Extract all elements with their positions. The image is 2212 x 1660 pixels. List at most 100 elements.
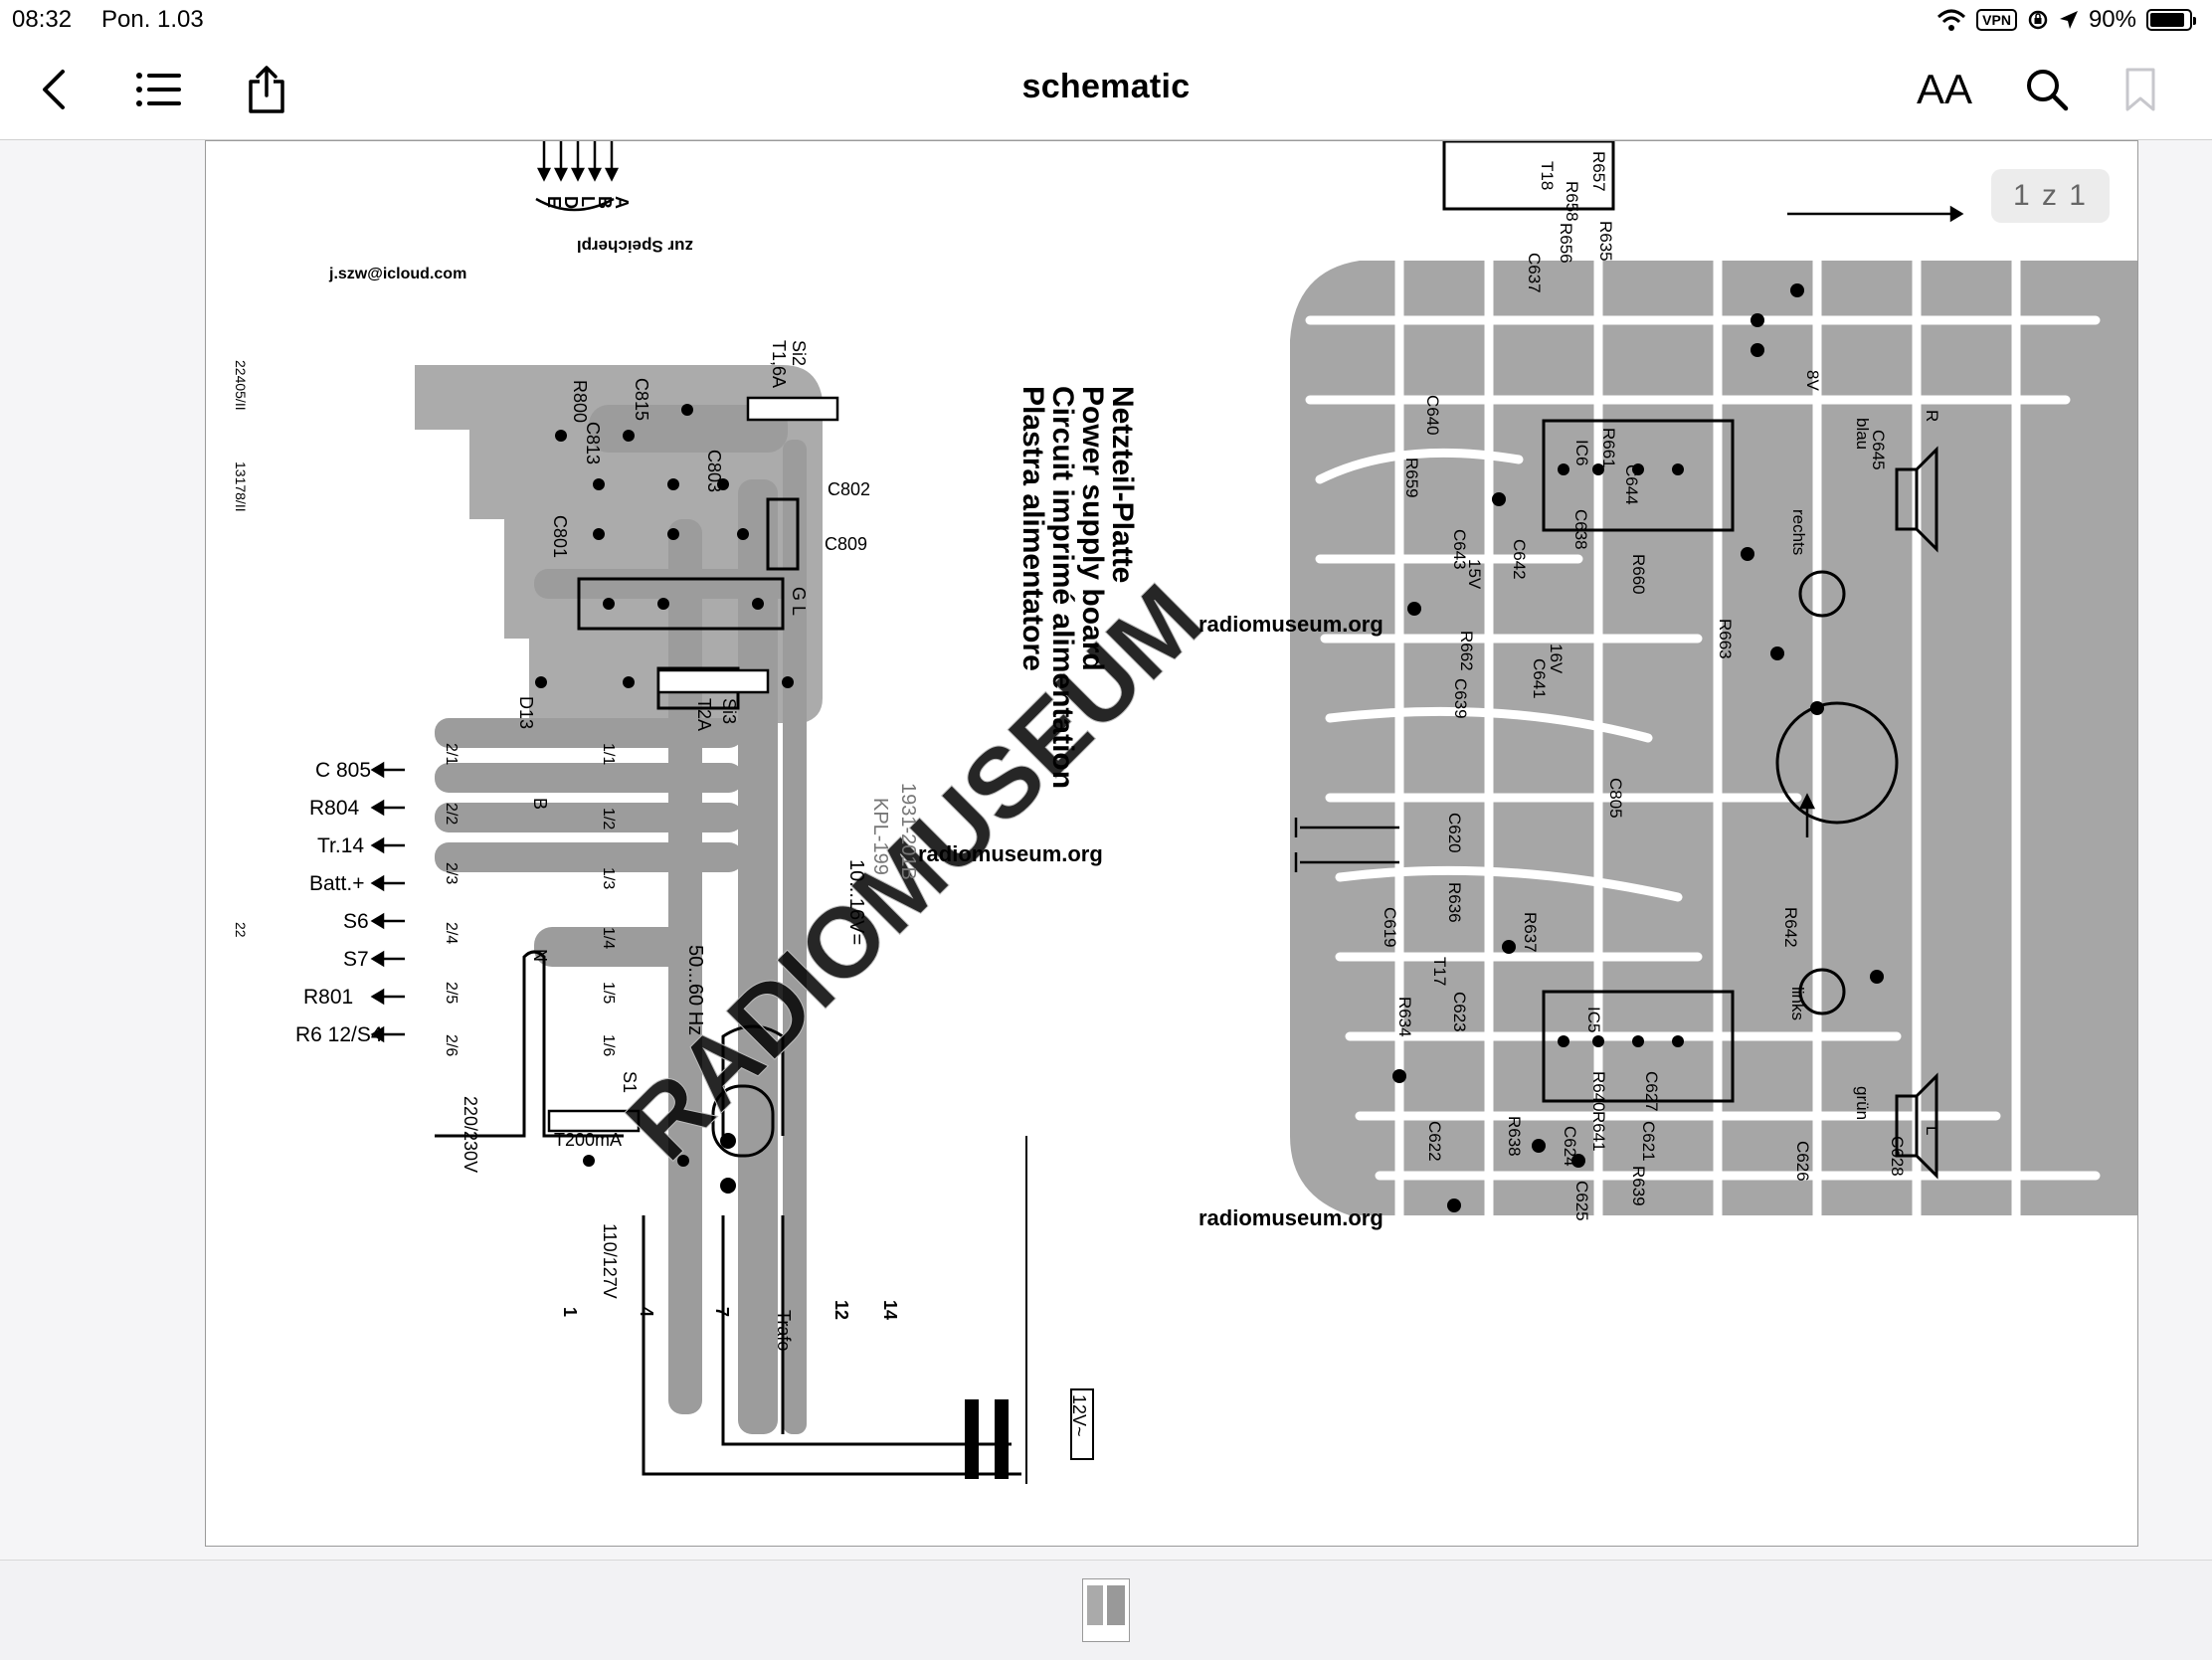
status-bar: 08:32 Pon. 1.03 VPN 90% xyxy=(0,0,2212,40)
search-button[interactable] xyxy=(2017,60,2077,119)
pin-letter-l: L xyxy=(578,196,598,207)
search-icon xyxy=(2027,70,2069,111)
connector-Tr14: Tr.14 xyxy=(317,834,364,857)
right-comp-16v: 16V xyxy=(1547,644,1566,674)
title-line-1: Netzteil-Platte xyxy=(1106,386,1139,583)
comp-D13: D13 xyxy=(516,696,536,729)
right-comp-c643: C643 xyxy=(1450,529,1469,570)
right-comp-c622: C622 xyxy=(1425,1121,1444,1162)
connector-R804: R804 xyxy=(309,797,360,820)
comp-N: N xyxy=(530,949,550,962)
side-code-3: 22 xyxy=(233,922,249,938)
right-comp-r663: R663 xyxy=(1716,619,1735,659)
comp-C813: C813 xyxy=(583,422,603,464)
comp-trafo: Trafo xyxy=(774,1310,794,1351)
switch-pin-2-4: 2/4 xyxy=(443,922,460,944)
board-code-3: 10...16V= xyxy=(845,859,867,945)
switch-pin-2-6: 2/6 xyxy=(443,1034,460,1056)
comp-T200mA: T200mA xyxy=(554,1130,622,1150)
document-page[interactable]: RADIOMUSEUM j.szw@icloud.com zur Speiche… xyxy=(205,140,2138,1547)
bookmark-button[interactable] xyxy=(2111,60,2170,119)
right-comp-c642: C642 xyxy=(1510,539,1529,580)
board-code-4: 50...60 Hz xyxy=(684,945,706,1035)
side-code-1: 22405/II xyxy=(233,360,249,411)
page-thumbnail[interactable] xyxy=(1082,1578,1130,1642)
comp-Si2: Si2 xyxy=(789,340,809,366)
trafo-pin-1: 1 xyxy=(560,1307,580,1317)
right-comp-8v: 8V xyxy=(1803,370,1822,391)
email-label: j.szw@icloud.com xyxy=(328,266,466,282)
outline-button[interactable] xyxy=(129,60,189,119)
right-comp-c644: C644 xyxy=(1622,464,1641,505)
right-comp-c645: C645 xyxy=(1869,430,1888,470)
radiomuseum-label-3: radiomuseum.org xyxy=(1198,1205,1383,1230)
comp-C809: C809 xyxy=(825,534,867,554)
comp-T16A: T1,6A xyxy=(769,340,789,388)
back-button[interactable] xyxy=(24,60,84,119)
right-comp-ic5: IC5 xyxy=(1584,1007,1603,1032)
right-comp-blau: blau xyxy=(1853,418,1872,450)
lock-rotation-icon xyxy=(2028,10,2048,30)
switch-pin-1-2: 1/2 xyxy=(600,808,617,830)
pin-letter-d: D xyxy=(561,196,581,209)
right-comp-r660: R660 xyxy=(1629,554,1648,595)
right-comp-r658: R658 xyxy=(1563,181,1581,222)
radiomuseum-label-2: radiomuseum.org xyxy=(918,841,1103,866)
right-comp-r639: R639 xyxy=(1629,1166,1648,1206)
right-comp-rechts: rechts xyxy=(1789,509,1808,555)
comp-R800: R800 xyxy=(570,380,590,423)
trafo-pin-4: 4 xyxy=(637,1307,656,1317)
title-line-2: Power supply board xyxy=(1076,386,1109,671)
comp-12V: 12V~ xyxy=(1069,1394,1089,1437)
switch-pin-1-5: 1/5 xyxy=(600,982,617,1004)
comp-Si3: Si3 xyxy=(719,698,739,724)
right-comp-r: R xyxy=(1923,410,1941,422)
right-comp-c637: C637 xyxy=(1525,253,1544,293)
connector-R801: R801 xyxy=(303,986,353,1009)
battery-fill xyxy=(2150,13,2184,27)
right-comp-t17: T17 xyxy=(1430,957,1449,986)
battery-icon xyxy=(2146,9,2196,31)
switch-pin-2-2: 2/2 xyxy=(443,803,460,825)
schematic-image: RADIOMUSEUM j.szw@icloud.com zur Speiche… xyxy=(233,141,2137,1484)
right-comp-grn: grün xyxy=(1853,1086,1872,1120)
right-comp-r638: R638 xyxy=(1505,1116,1524,1157)
switch-pin-1-4: 1/4 xyxy=(600,927,617,949)
comp-B: B xyxy=(530,798,550,810)
comp-C801: C801 xyxy=(550,515,570,558)
right-comp-r661: R661 xyxy=(1599,428,1618,468)
zur-speicherpl-label: zur Speicherpl xyxy=(577,237,693,256)
switch-pin-2-1: 2/1 xyxy=(443,743,460,765)
left-board-traces xyxy=(415,365,823,1434)
switch-pin-2-3: 2/3 xyxy=(443,862,460,884)
switch-pin-1-1: 1/1 xyxy=(600,743,617,765)
bookmark-icon xyxy=(2125,68,2155,111)
battery-tip xyxy=(2193,17,2196,25)
share-button[interactable] xyxy=(237,60,296,119)
right-comp-r659: R659 xyxy=(1402,458,1421,498)
document-title: schematic xyxy=(1021,68,1191,105)
right-comp-r642: R642 xyxy=(1781,907,1800,948)
right-comp-r634: R634 xyxy=(1395,997,1414,1037)
comp-GL: G L xyxy=(789,587,809,616)
thumbnail-strip[interactable] xyxy=(0,1560,2212,1660)
text-size-button[interactable]: AA xyxy=(1916,66,1973,112)
right-comp-r636: R636 xyxy=(1445,882,1464,923)
pin-letter-b: B xyxy=(595,196,615,209)
trafo-pin-12: 12 xyxy=(831,1300,851,1320)
right-comp-c625: C625 xyxy=(1572,1181,1591,1221)
thumbnail-image xyxy=(1087,1585,1125,1625)
comp-110-127V: 110/127V xyxy=(600,1223,620,1299)
vpn-badge: VPN xyxy=(1976,9,2017,31)
document-viewer[interactable]: RADIOMUSEUM j.szw@icloud.com zur Speiche… xyxy=(0,140,2212,1560)
title-line-3: Circuit imprimé alimentation xyxy=(1046,386,1079,789)
side-code-2: 13178/II xyxy=(233,461,249,512)
switch-pin-1-3: 1/3 xyxy=(600,867,617,889)
title-line-4: Plastra alimentatore xyxy=(1016,386,1049,671)
right-comp-c620: C620 xyxy=(1445,813,1464,853)
right-comp-c623: C623 xyxy=(1450,992,1469,1032)
board-code-1: 1931-201B xyxy=(897,783,919,880)
transformer-symbol xyxy=(965,1388,1094,1479)
share-icon xyxy=(249,66,284,113)
pin-letter-e: E xyxy=(544,196,564,208)
